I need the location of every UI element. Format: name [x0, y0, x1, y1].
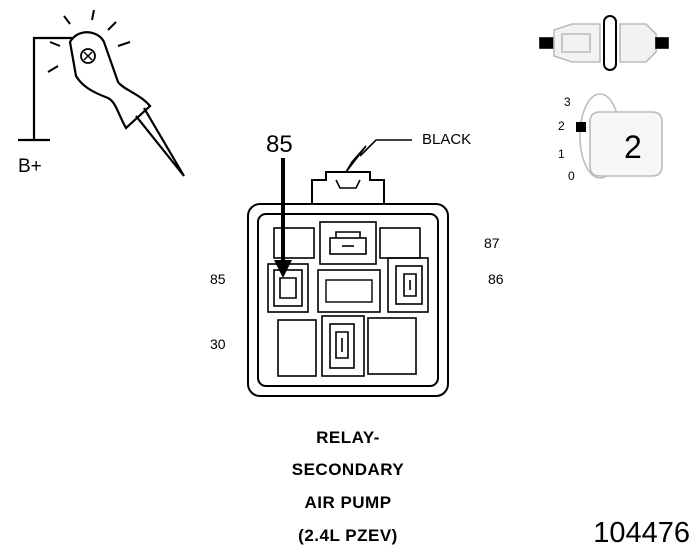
cavity-center — [317, 269, 381, 313]
dial-marker — [576, 122, 586, 132]
cavity-bottom-right — [367, 317, 417, 375]
dial-scale-3: 3 — [564, 95, 571, 109]
test-position-number: 2 — [624, 129, 642, 165]
probe-supply-label: B+ — [18, 156, 42, 177]
light-rays-icon — [47, 9, 131, 73]
cavity-bottom-center — [321, 315, 365, 377]
terminal-tool-icon — [539, 15, 669, 71]
dial-scale-0: 0 — [568, 169, 575, 183]
terminal-87-icon — [329, 231, 367, 255]
cavity-empty — [273, 227, 315, 259]
terminal-label-86: 86 — [488, 271, 504, 287]
probe-pin-label: 85 — [266, 131, 293, 158]
test-lamp-probe — [18, 9, 185, 177]
dial-scale-2: 2 — [558, 119, 565, 133]
terminal-label-30: 30 — [210, 336, 226, 352]
dial-scale-1: 1 — [558, 147, 565, 161]
cavity-86 — [387, 257, 429, 313]
dial-key — [589, 111, 663, 177]
connector-housing-outer — [247, 203, 449, 397]
wire-color-leader — [345, 139, 412, 173]
probe-pin-arrow — [274, 158, 292, 278]
test-position-dial: 3 2 1 0 2 — [558, 93, 663, 183]
caption-line-1: RELAY- — [316, 428, 380, 447]
terminal-label-87: 87 — [484, 235, 500, 251]
caption-line-2: SECONDARY — [291, 460, 405, 479]
relay-connector — [247, 171, 449, 397]
cavity-87 — [319, 221, 377, 265]
wire-color-label: BLACK — [422, 131, 471, 148]
connector-housing-inner — [257, 213, 439, 387]
figure-number: 104476 — [593, 517, 690, 549]
terminal-86-icon — [395, 265, 423, 305]
caption-line-4: (2.4L PZEV) — [298, 526, 398, 545]
cavity-30 — [277, 319, 317, 377]
caption-line-3: AIR PUMP — [304, 493, 392, 512]
lamp-icon — [80, 48, 96, 64]
probe-body — [68, 31, 152, 130]
terminal-label-85: 85 — [210, 271, 226, 287]
terminal-bottom-icon — [329, 323, 355, 369]
probe-needle — [135, 107, 185, 177]
terminal-85-icon — [273, 269, 303, 307]
probe-wire — [32, 36, 72, 140]
